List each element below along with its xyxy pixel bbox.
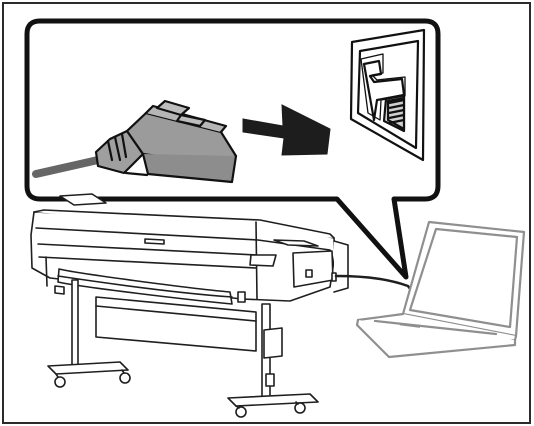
ethernet-cable: [32, 156, 102, 178]
network-cable: [334, 274, 413, 292]
ethernet-plug-icon: [94, 99, 238, 184]
printer-icon: [30, 193, 349, 418]
arrow-right-icon: [242, 104, 331, 156]
ethernet-port-icon: [349, 28, 426, 162]
laptop-icon: [355, 220, 526, 359]
